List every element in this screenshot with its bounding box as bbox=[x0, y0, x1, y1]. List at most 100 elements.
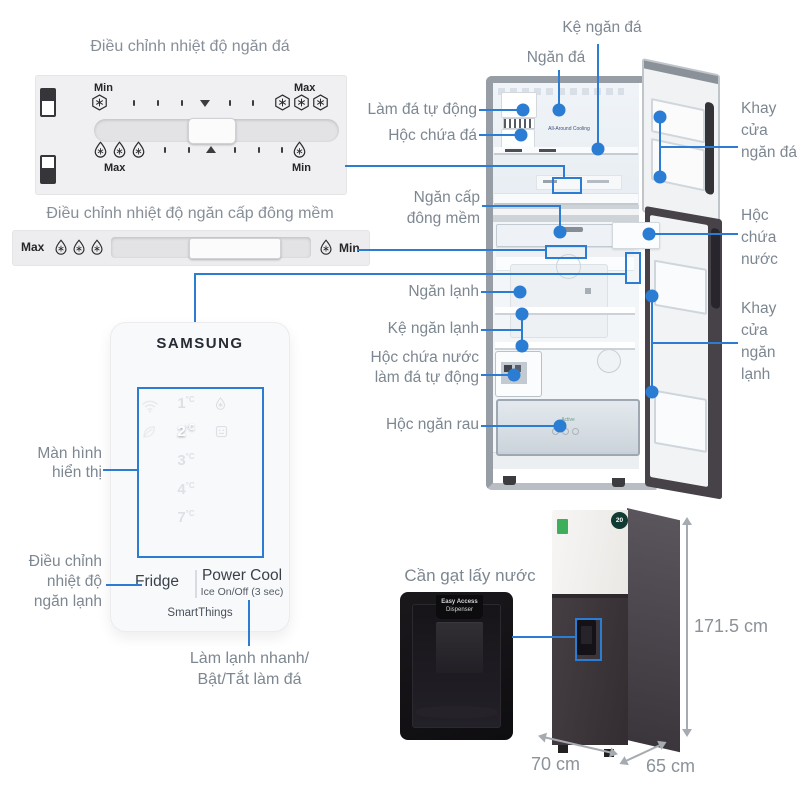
callout-dispenser: Cần gạt lấy nước bbox=[404, 566, 536, 585]
selector-arrow-up-icon bbox=[206, 146, 216, 153]
selector-arrow-down-icon bbox=[200, 100, 210, 107]
callout-soft-freeze: Ngăn cấp đông mềm bbox=[406, 189, 480, 227]
tick-mark bbox=[229, 100, 231, 106]
callout-fridge-compartment: Ngăn lạnh bbox=[408, 283, 479, 300]
closed-fridge-leg bbox=[558, 745, 568, 753]
snowflake-hexagon-icon bbox=[91, 94, 108, 111]
line-freezer-panel-v bbox=[563, 165, 565, 178]
tick-mark bbox=[133, 100, 135, 106]
freezer-max-label: Max bbox=[294, 82, 316, 94]
callout-fridge-temp-adjust: Điều chỉnh nhiệt độ ngăn lạnh bbox=[28, 553, 102, 610]
height-dimension: 171.5 cm bbox=[694, 616, 769, 636]
freezer-temp-control-panel: Min Max Max Min bbox=[35, 75, 347, 195]
highlight-front-display bbox=[625, 252, 641, 284]
dot-fridge-compartment bbox=[513, 285, 527, 299]
energy-label bbox=[557, 519, 568, 534]
tick-mark bbox=[234, 147, 236, 153]
line-display bbox=[103, 469, 137, 471]
fridge-door-open bbox=[645, 206, 722, 500]
dot-freezer-door-tray-2 bbox=[653, 170, 667, 184]
freezer-floor bbox=[494, 193, 638, 205]
dot-ice-bucket bbox=[514, 128, 528, 142]
line-fridge-compartment bbox=[481, 291, 518, 293]
line-water-box bbox=[650, 233, 738, 235]
freezer-door-open bbox=[642, 58, 720, 229]
dot-fridge-shelf-2 bbox=[515, 339, 529, 353]
shelf-support bbox=[539, 149, 556, 152]
droplet-snowflake-icon bbox=[130, 140, 147, 159]
panel-divider bbox=[195, 570, 197, 598]
line-fridge-shelf-h bbox=[481, 329, 522, 331]
dot-veg-drawer bbox=[553, 419, 567, 433]
freezer-door-handle bbox=[705, 101, 714, 196]
tick-mark bbox=[188, 147, 190, 153]
snowflake-hexagon-icon bbox=[274, 94, 291, 111]
fridge-leg bbox=[612, 478, 625, 487]
callout-display: Màn hình hiển thị bbox=[37, 445, 102, 481]
line-samsung-panel-v bbox=[194, 273, 196, 322]
soft-panel-min-label: Min bbox=[339, 241, 360, 255]
highlight-display-area bbox=[137, 387, 264, 558]
line-veg-drawer bbox=[481, 425, 558, 427]
height-arrow-head-top bbox=[682, 517, 692, 525]
droplet-snowflake-icon bbox=[92, 140, 109, 159]
highlight-dispenser bbox=[575, 618, 602, 661]
freezer-temp-panel-title: Điều chỉnh nhiệt độ ngăn đá bbox=[90, 38, 290, 55]
droplet-snowflake-icon bbox=[111, 140, 128, 159]
closed-fridge-side bbox=[627, 508, 680, 753]
width-dimension: 70 cm bbox=[531, 754, 581, 774]
fridge-shelf bbox=[495, 342, 635, 350]
droplet-snowflake-icon bbox=[291, 140, 308, 159]
soft-freeze-slider-handle bbox=[189, 238, 281, 259]
depth-dimension: 65 cm bbox=[646, 756, 696, 776]
callout-fridge-shelf: Kệ ngăn lạnh bbox=[387, 320, 479, 337]
dot-water-box bbox=[642, 227, 656, 241]
line-fridge-shelf-v bbox=[521, 313, 523, 347]
dispenser-label-tab: Easy Access Dispenser bbox=[436, 595, 483, 619]
line-ice-bucket bbox=[479, 134, 521, 136]
tick-mark bbox=[281, 147, 283, 153]
freezer-min-label: Min bbox=[94, 82, 113, 94]
drawer-text: Active bbox=[561, 417, 575, 423]
snowflake-hexagon-icon bbox=[312, 94, 329, 111]
soft-freeze-panel-title: Điều chỉnh nhiệt độ ngăn cấp đông mềm bbox=[46, 205, 334, 222]
power-cool-button: Power Cool bbox=[201, 567, 283, 584]
freezer-back-texture bbox=[498, 88, 624, 95]
ice-maker-grid bbox=[503, 118, 535, 129]
soft-freeze-control-panel: Max Min bbox=[12, 230, 370, 266]
fridge-back-panel bbox=[510, 264, 608, 338]
dot-soft-freeze-drawer bbox=[553, 225, 567, 239]
soft-max-label: Max bbox=[104, 162, 126, 174]
callout-freezer-door-trays: Khay cửa ngăn đá bbox=[741, 100, 798, 161]
line-fridge-door-trays-h bbox=[652, 342, 738, 344]
callout-freezer-compartment: Ngăn đá bbox=[526, 49, 586, 66]
callout-freezer-shelf: Kệ ngăn đá bbox=[562, 19, 642, 36]
fridge-leg bbox=[503, 476, 516, 485]
dot-freezer-door-tray-1 bbox=[653, 110, 667, 124]
height-arrow-head-bottom bbox=[682, 729, 692, 737]
droplet-snowflake-icon bbox=[89, 238, 105, 256]
line-soft-panel bbox=[357, 249, 546, 251]
line-soft-freeze-v bbox=[559, 205, 561, 229]
samsung-logo: SAMSUNG bbox=[156, 335, 244, 352]
fridge-shelf bbox=[495, 307, 635, 315]
samsung-control-panel: SAMSUNG 1°C 2°C 3°C 4°C 7°C Fridge Power… bbox=[110, 322, 290, 632]
dispenser-paddle bbox=[436, 622, 483, 673]
closed-fridge-door-gap bbox=[552, 594, 628, 598]
soft-min-label: Min bbox=[292, 162, 311, 174]
closed-fridge-dispenser bbox=[577, 620, 596, 655]
line-dispenser bbox=[512, 636, 576, 638]
tick-mark bbox=[252, 100, 254, 106]
thermostat-vent bbox=[597, 349, 621, 373]
callout-veg-drawer: Hộc ngăn rau bbox=[385, 416, 479, 433]
callout-ice-bucket: Hộc chứa đá bbox=[388, 127, 477, 144]
shelf-support bbox=[505, 149, 522, 152]
temp-option-2-selected: 2°C bbox=[177, 423, 195, 440]
line-water-tank bbox=[481, 374, 512, 376]
callout-power-cool-line2: Bật/Tắt làm đá bbox=[197, 671, 302, 688]
dispenser-closeup: Easy Access Dispenser bbox=[400, 592, 513, 740]
callout-fridge-door-trays: Khay cửa ngăn lạnh bbox=[741, 300, 777, 383]
height-arrow-line bbox=[686, 524, 688, 730]
dispenser-text-line2: Dispenser bbox=[445, 607, 473, 613]
